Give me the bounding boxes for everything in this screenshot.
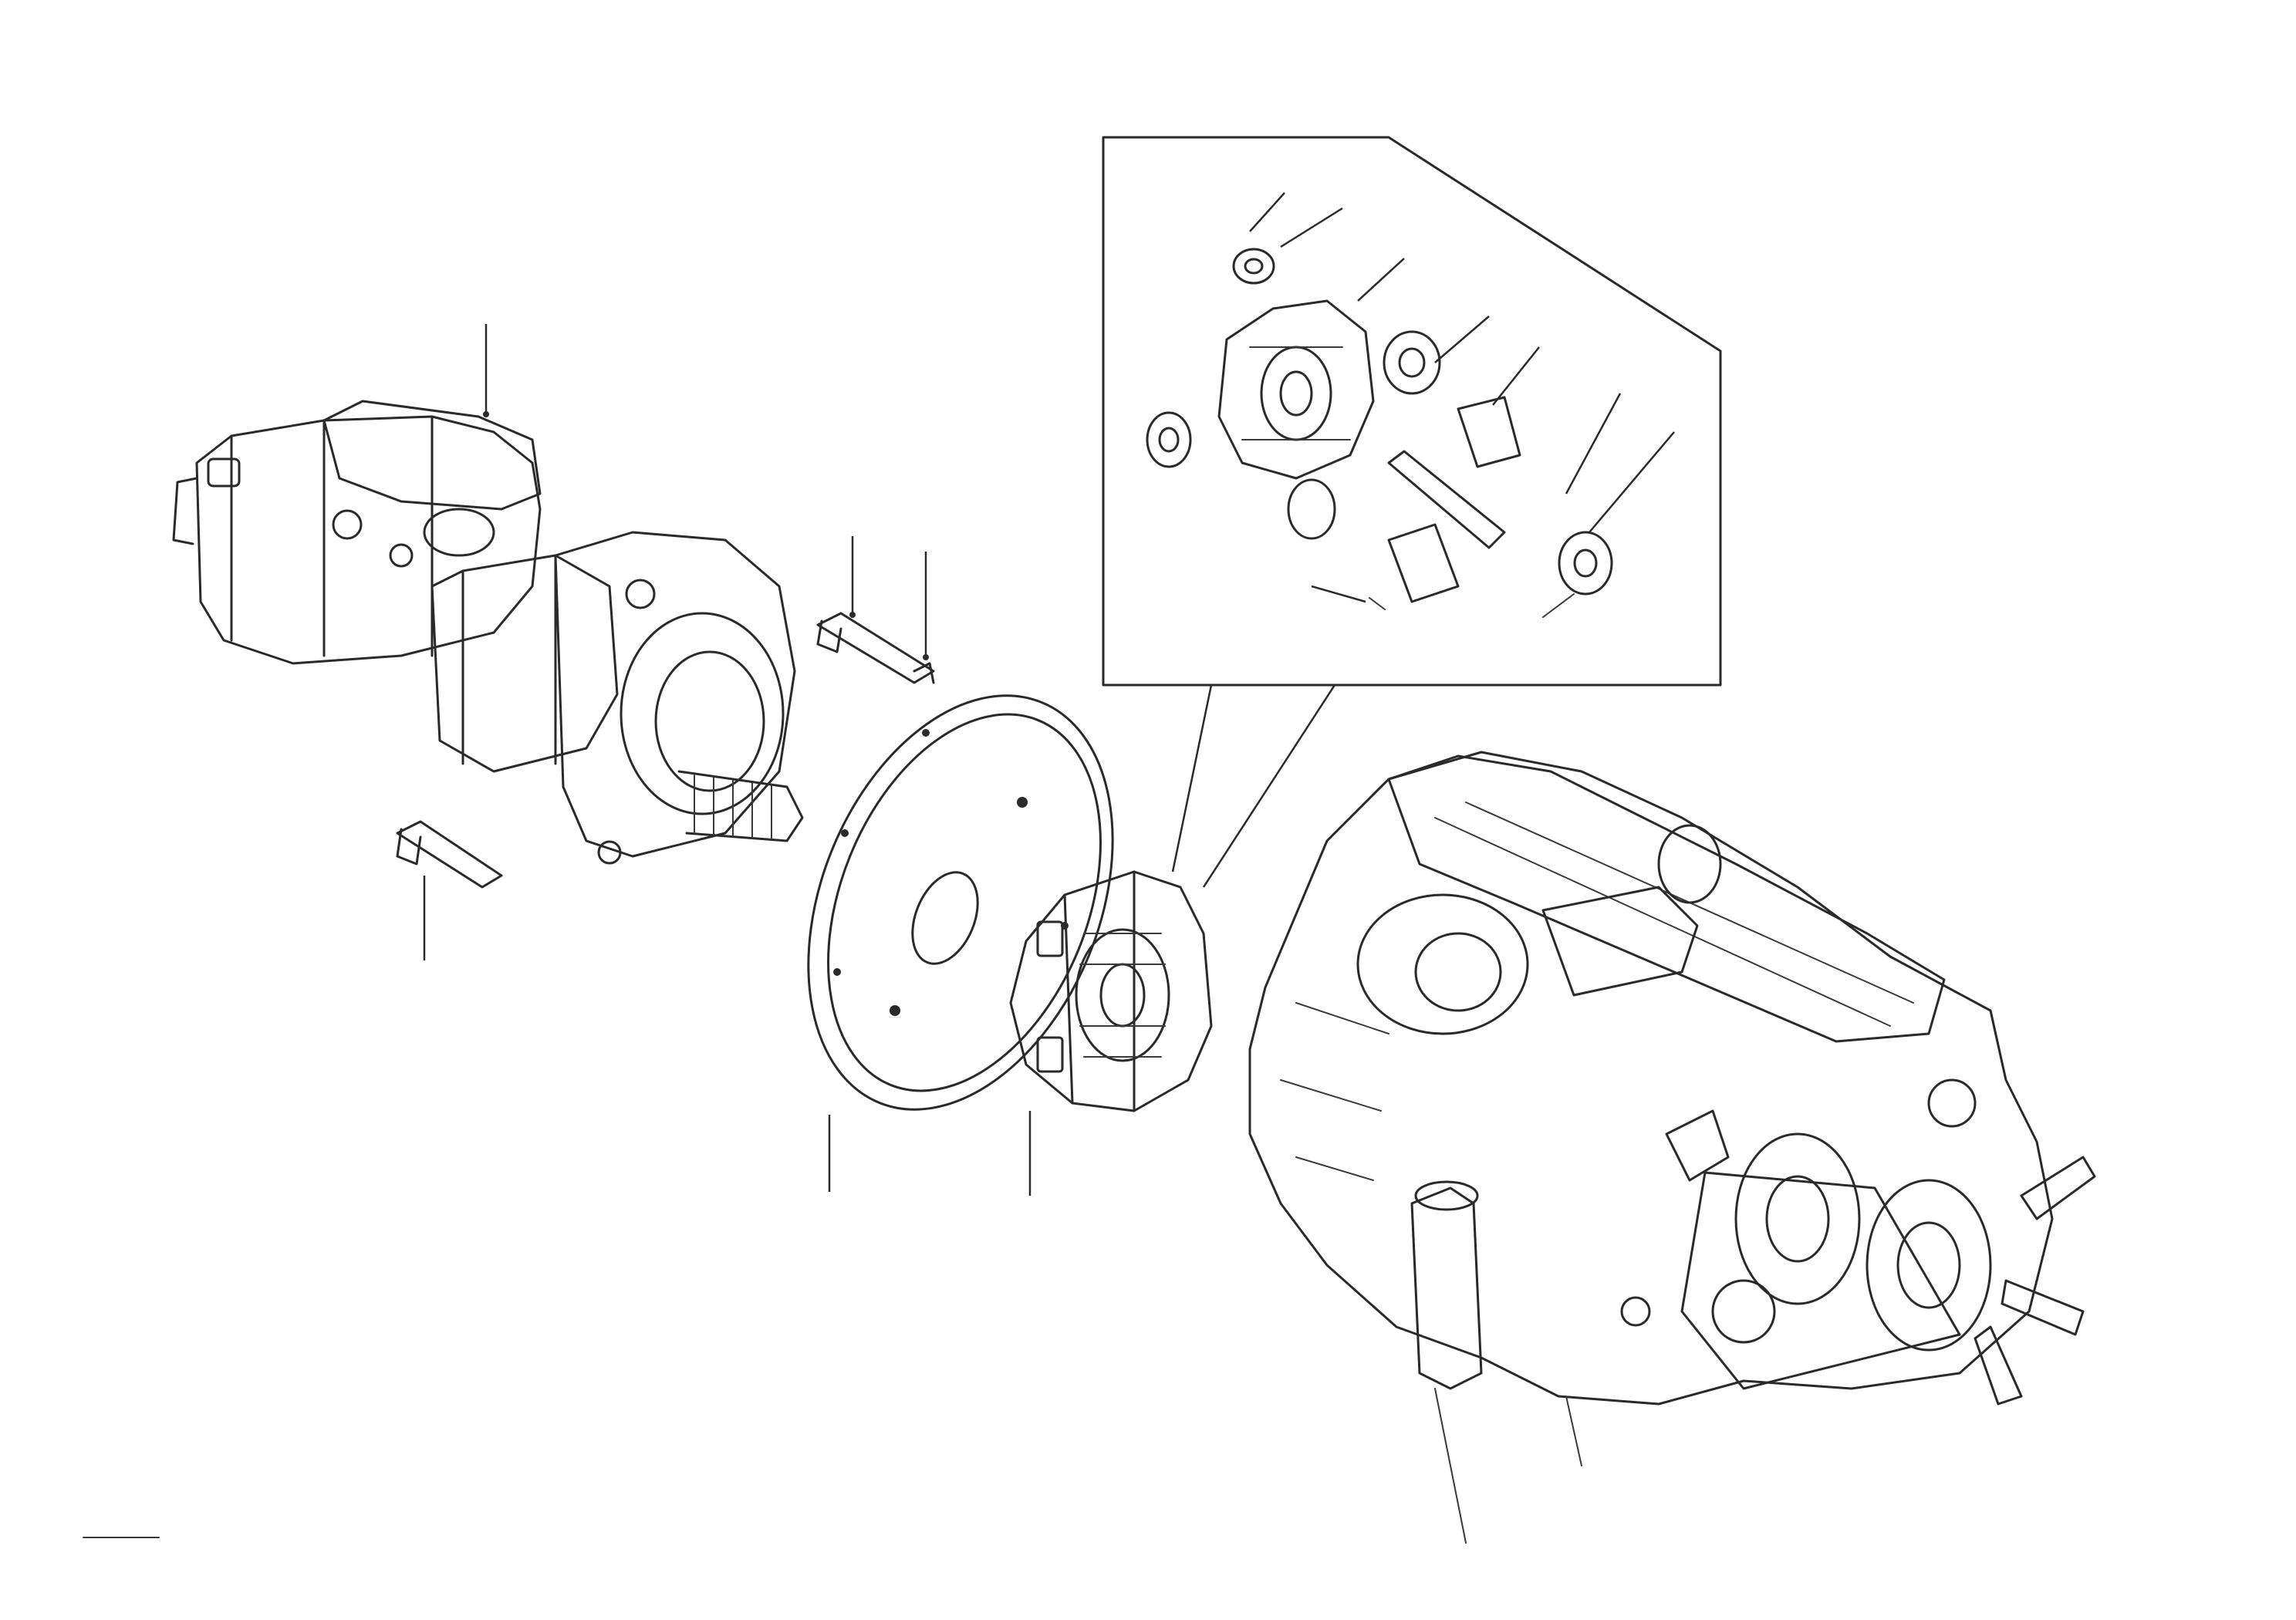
hydraulic-pump xyxy=(172,400,804,865)
flexible-coupling xyxy=(1009,870,1213,1112)
pump-mounting-bolt xyxy=(396,820,503,889)
callout-leaders xyxy=(423,192,1675,1196)
detail-inset xyxy=(1102,136,1722,888)
engine-block xyxy=(1248,751,2096,1544)
flywheel-disc xyxy=(807,694,1114,1111)
coupling-bolts xyxy=(816,612,935,684)
